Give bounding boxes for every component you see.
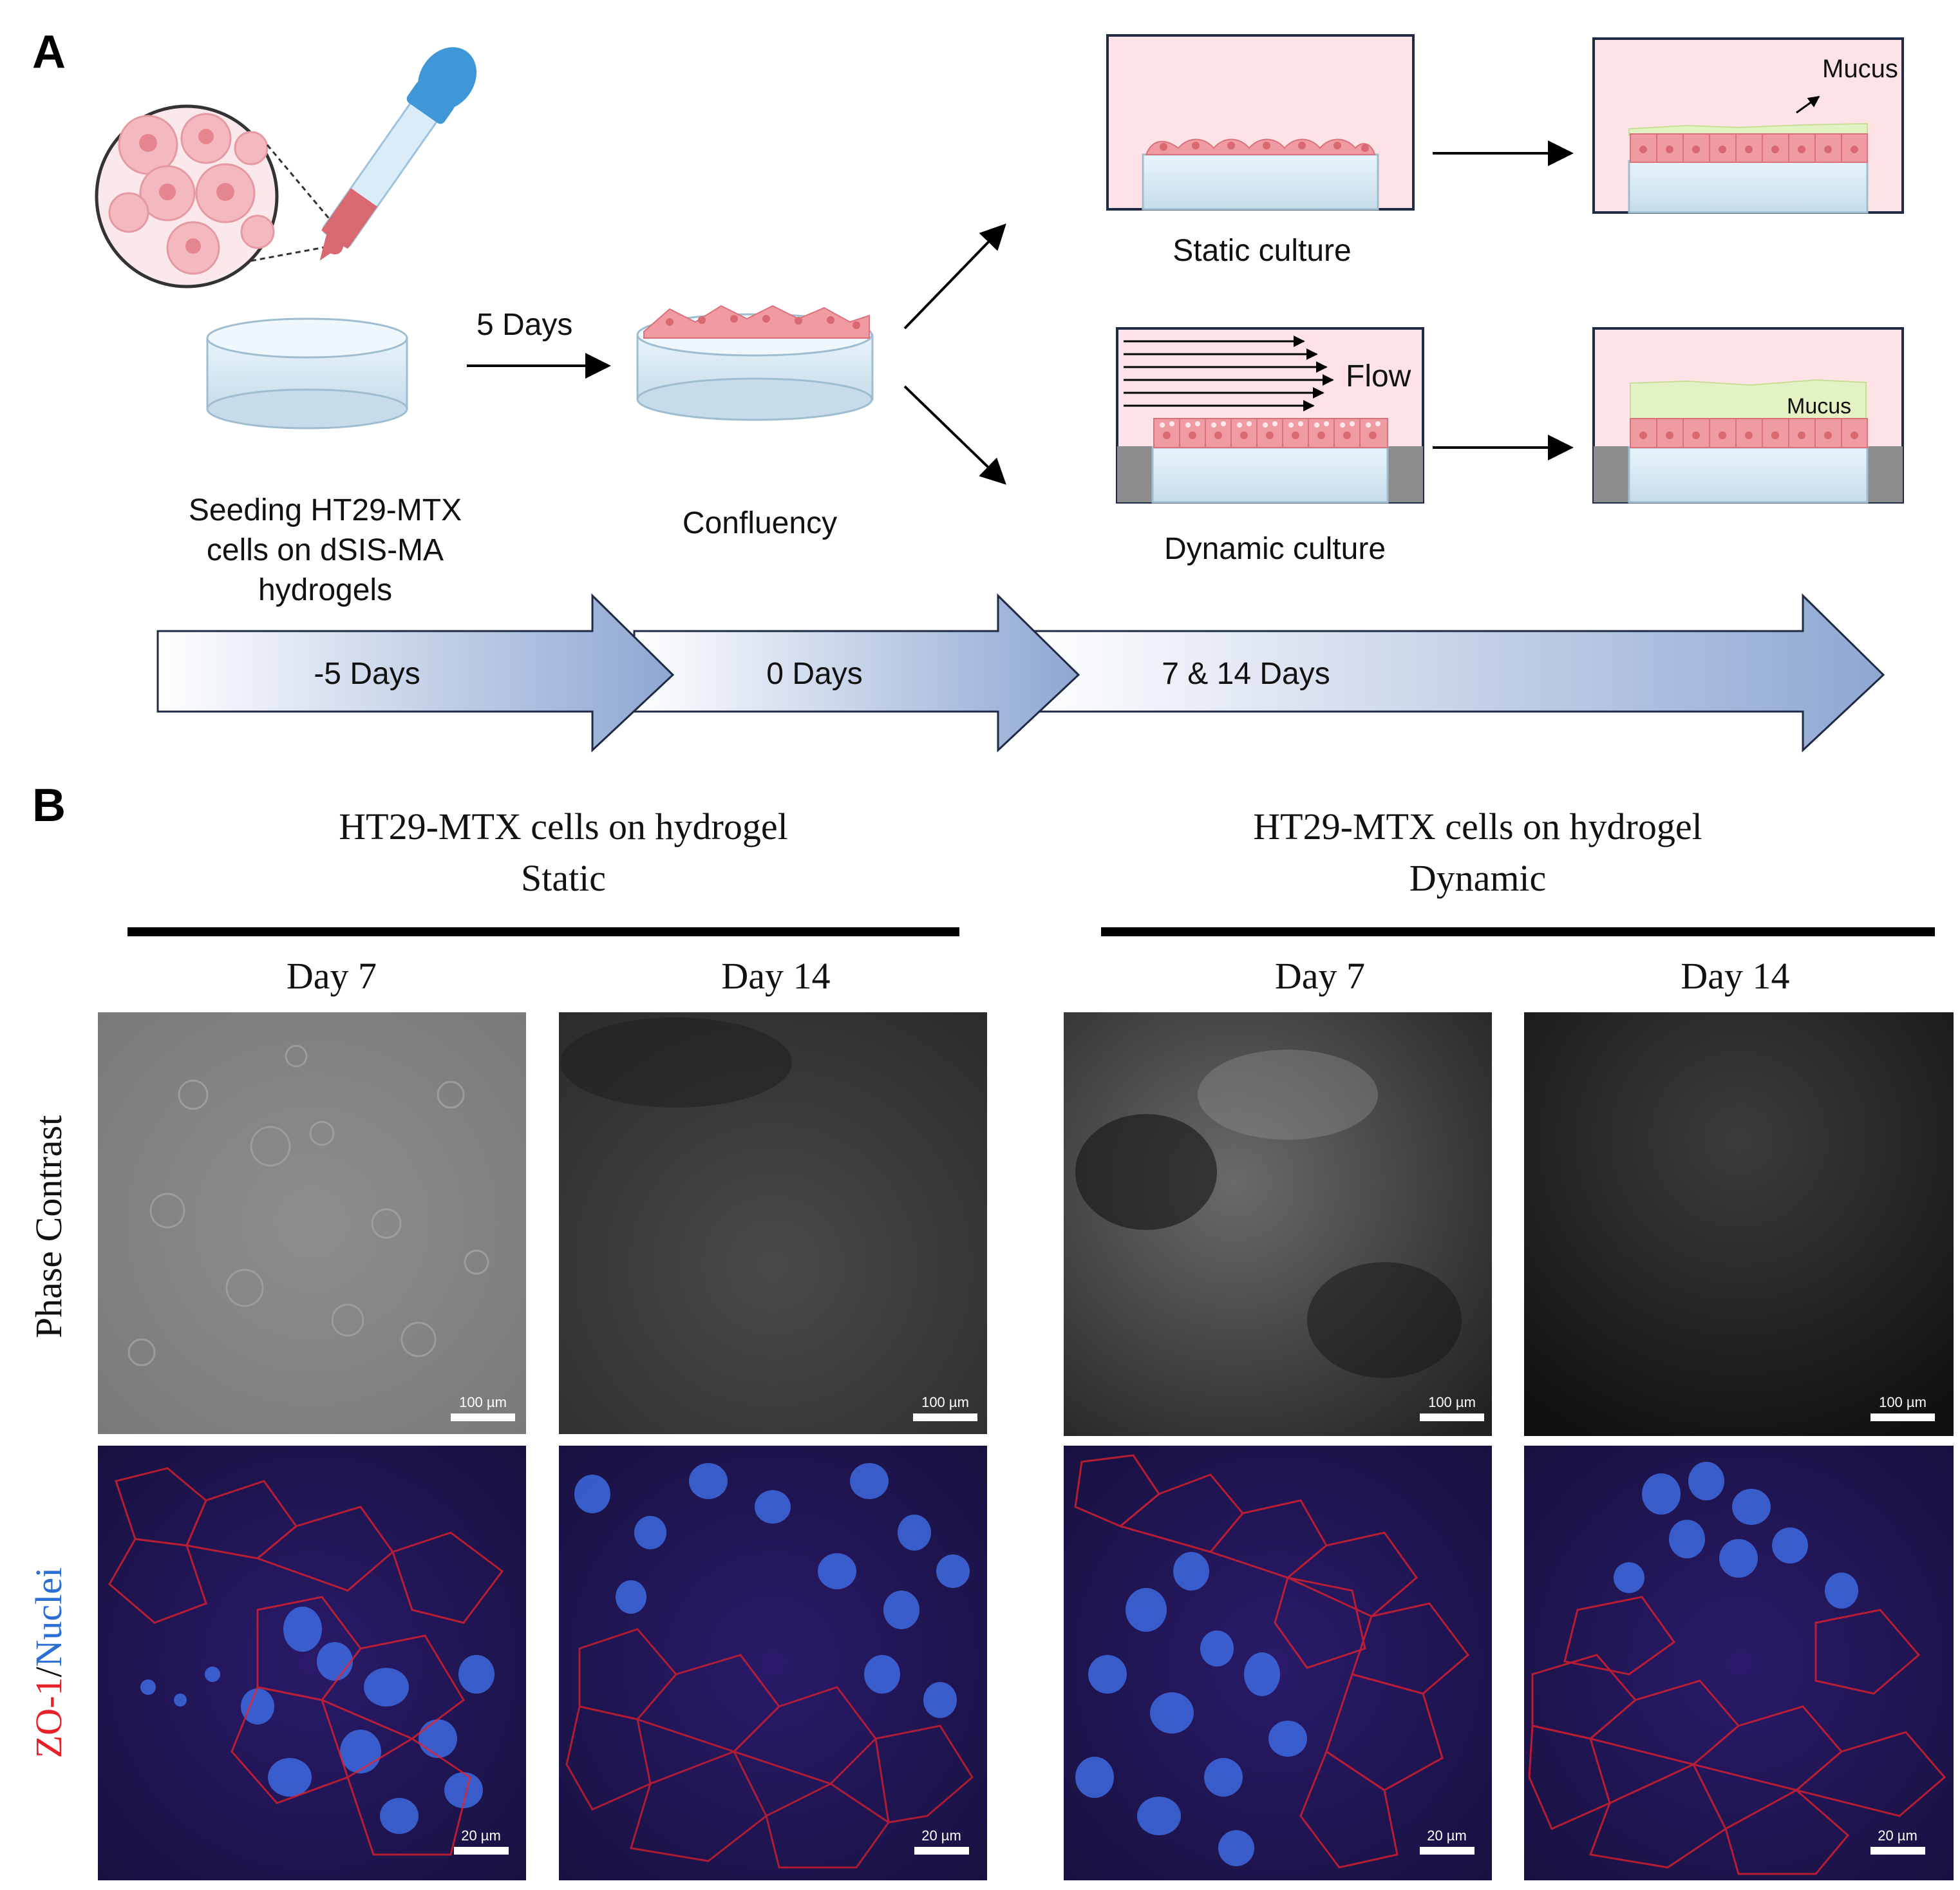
flow-label: Flow bbox=[1346, 359, 1411, 393]
timeline-arrow-1 bbox=[156, 593, 675, 753]
timeline-label-3: 7 & 14 Days bbox=[1162, 657, 1330, 691]
mucus-label-dynamic: Mucus bbox=[1787, 394, 1851, 419]
scale-label-phase-1: 100 µm bbox=[459, 1394, 507, 1410]
row-label-zo1: ZO-1 bbox=[28, 1677, 70, 1759]
fluor-image-dynamic-14 bbox=[1524, 1446, 1954, 1880]
timeline bbox=[156, 593, 1885, 753]
scale-bar-fluor-1 bbox=[454, 1847, 509, 1855]
static-culture-label: Static culture bbox=[1173, 234, 1351, 268]
static-culture-start bbox=[1106, 34, 1415, 211]
mucus-label-static: Mucus bbox=[1822, 55, 1898, 83]
group-bar-dynamic bbox=[1101, 927, 1935, 936]
timeline-arrow-2 bbox=[633, 593, 1080, 753]
scale-label-fluor-4: 20 µm bbox=[1878, 1828, 1918, 1844]
scale-bar-phase-4 bbox=[1870, 1413, 1935, 1421]
hydrogel-disc-confluent bbox=[636, 305, 874, 421]
dynamic-culture-label: Dynamic culture bbox=[1164, 532, 1386, 566]
phase-image-dynamic-7 bbox=[1064, 1012, 1492, 1436]
scale-label-phase-3: 100 µm bbox=[1428, 1394, 1476, 1410]
row-label-slash: / bbox=[28, 1667, 70, 1677]
confluency-label: Confluency bbox=[683, 506, 837, 540]
dynamic-culture-mucus bbox=[1592, 327, 1904, 504]
day-label-dynamic-7: Day 7 bbox=[1275, 955, 1365, 997]
phase-image-static-7 bbox=[98, 1012, 526, 1434]
arrow-days-label: 5 Days bbox=[476, 308, 572, 342]
hydrogel-disc-seeding bbox=[206, 317, 408, 430]
day-label-dynamic-14: Day 14 bbox=[1681, 955, 1789, 997]
group-title-dynamic-line1: HT29-MTX cells on hydrogel bbox=[1253, 806, 1702, 847]
day-label-static-7: Day 7 bbox=[287, 955, 377, 997]
timeline-arrow-3 bbox=[1029, 593, 1885, 753]
group-title-static-line2: Static bbox=[521, 857, 606, 899]
scale-label-phase-2: 100 µm bbox=[921, 1394, 969, 1410]
seeding-label-line2: cells on dSIS-MA bbox=[207, 533, 444, 567]
scale-bar-fluor-3 bbox=[1420, 1847, 1475, 1855]
seeding-label-line3: hydrogels bbox=[258, 573, 392, 607]
timeline-label-2: 0 Days bbox=[766, 657, 862, 691]
panel-label-a: A bbox=[32, 26, 66, 78]
scale-bar-phase-3 bbox=[1420, 1413, 1484, 1421]
timeline-label-1: -5 Days bbox=[314, 657, 420, 691]
scale-bar-phase-2 bbox=[913, 1413, 977, 1421]
cell-magnifier bbox=[95, 104, 336, 288]
scale-label-fluor-1: 20 µm bbox=[461, 1828, 501, 1844]
group-title-static-line1: HT29-MTX cells on hydrogel bbox=[339, 806, 787, 847]
row-label-phase: Phase Contrast bbox=[28, 1115, 70, 1338]
svg-text:ZO-1/Nuclei: ZO-1/Nuclei bbox=[28, 1567, 70, 1758]
dynamic-culture-start bbox=[1116, 327, 1424, 504]
phase-image-dynamic-14 bbox=[1524, 1012, 1954, 1436]
scale-label-fluor-2: 20 µm bbox=[921, 1828, 961, 1844]
group-title-dynamic-line2: Dynamic bbox=[1409, 857, 1547, 899]
dropper-icon bbox=[319, 47, 477, 261]
fluor-image-static-14 bbox=[559, 1446, 987, 1880]
phase-image-static-14 bbox=[559, 1012, 987, 1434]
arrow-to-static bbox=[903, 223, 1006, 330]
group-bar-static bbox=[127, 927, 959, 936]
fluor-image-dynamic-7 bbox=[1064, 1446, 1492, 1880]
scale-label-fluor-3: 20 µm bbox=[1427, 1828, 1467, 1844]
day-label-static-14: Day 14 bbox=[721, 955, 830, 997]
arrow-to-dynamic bbox=[903, 385, 1006, 485]
panel-label-b: B bbox=[32, 780, 66, 831]
scale-bar-fluor-4 bbox=[1870, 1847, 1925, 1855]
seeding-label-line1: Seeding HT29-MTX bbox=[189, 493, 462, 527]
scale-label-phase-4: 100 µm bbox=[1879, 1394, 1927, 1410]
scale-bar-fluor-2 bbox=[914, 1847, 969, 1855]
scale-bar-phase-1 bbox=[451, 1413, 515, 1421]
fluor-image-static-7 bbox=[98, 1446, 526, 1880]
row-label-nuclei: Nuclei bbox=[28, 1567, 70, 1667]
static-culture-mucus bbox=[1592, 37, 1904, 214]
